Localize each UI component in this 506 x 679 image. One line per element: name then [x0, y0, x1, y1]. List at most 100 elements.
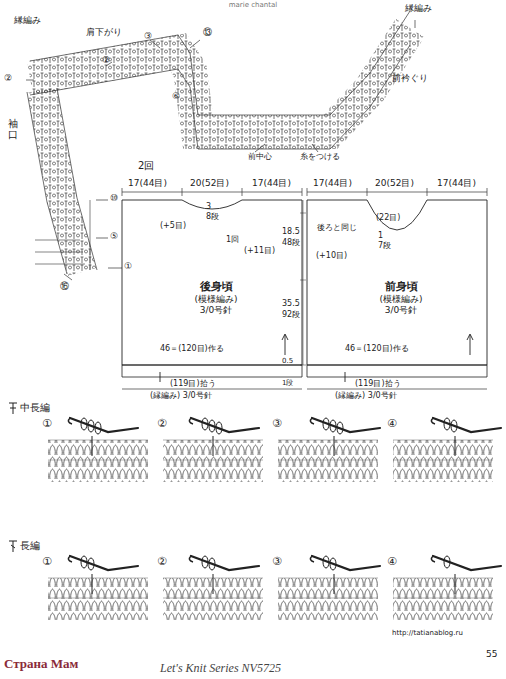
label: 後ろと同じ — [317, 224, 357, 233]
label: 肩下がり — [86, 28, 122, 38]
stitch-illustration — [278, 440, 378, 460]
stitch-illustration — [92, 436, 93, 456]
stitch-illustration — [213, 436, 214, 456]
piece-name: 前身頃 — [379, 280, 422, 294]
label: ② — [157, 556, 167, 568]
label: (+10目) — [316, 252, 347, 261]
label: ⑬ — [203, 28, 212, 38]
label: ④ — [387, 418, 397, 430]
stitch-illustration — [48, 578, 148, 620]
stitch-illustration — [209, 420, 215, 432]
label: 48段 — [282, 239, 300, 248]
label: 3 — [206, 203, 211, 212]
stitch-illustration — [323, 556, 329, 568]
stitch-illustration — [88, 558, 94, 570]
label: 2回 — [138, 160, 154, 171]
label: ① — [42, 556, 52, 568]
stitch-illustration — [48, 440, 148, 482]
stitch-illustration — [95, 422, 101, 434]
label: (119目)拾う — [170, 380, 216, 389]
label: (22目) — [376, 214, 400, 223]
piece-note: 3/0号針 — [379, 305, 422, 316]
stitch-illustration — [278, 440, 378, 482]
label: ③ — [272, 556, 282, 568]
stitch-illustration — [191, 418, 259, 432]
stitch-illustration — [444, 556, 450, 568]
piece-name: 後身頃 — [194, 280, 237, 294]
stitch-illustration — [213, 574, 214, 594]
label: ② — [102, 56, 110, 66]
label: 1 — [378, 232, 383, 241]
label: 7段 — [378, 242, 391, 251]
label: Страна Мам — [4, 657, 78, 671]
label: 0.5 — [282, 358, 293, 366]
label: Let's Knit Series NV5725 — [160, 662, 281, 675]
stitch-illustration — [189, 418, 193, 424]
stitch-illustration — [191, 556, 259, 570]
stitch-illustration — [202, 556, 208, 568]
stitch-illustration — [81, 418, 87, 430]
label: (+5目) — [160, 222, 186, 231]
stitch-illustration — [330, 420, 336, 432]
stitch-illustration — [330, 558, 336, 570]
stitch-illustration — [68, 418, 72, 424]
stitch-illustration — [393, 440, 493, 482]
stitch-illustration — [216, 422, 222, 434]
stitch-illustration — [202, 418, 208, 430]
stitch-illustration — [334, 436, 335, 456]
body-piece: 前身頃(模様編み)3/0号針 — [375, 278, 426, 318]
label: ⑩ — [110, 194, 118, 204]
label: 前中心 — [248, 153, 272, 162]
label: ② — [157, 418, 167, 430]
label: 17(44目) — [437, 179, 476, 189]
label: 18.5 — [282, 228, 300, 237]
piece-note: (模様編み) — [194, 294, 237, 305]
stitch-illustration — [88, 420, 94, 432]
label: 17(44目) — [128, 179, 167, 189]
label: 中長編 — [20, 402, 50, 413]
stitch-illustration — [433, 556, 501, 570]
stitch-illustration — [431, 556, 435, 562]
label: 20(52目) — [375, 179, 414, 189]
stitch-illustration — [278, 578, 378, 620]
stitch-illustration — [393, 578, 493, 598]
stitch-illustration — [310, 556, 314, 562]
label: http://tatianablog.ru — [392, 630, 463, 638]
label: (+11目) — [244, 247, 275, 256]
stitch-illustration — [451, 420, 457, 432]
label: 46＝(120目)作る — [160, 345, 224, 354]
label: ④ — [387, 556, 397, 568]
label: (119目)拾う — [355, 380, 401, 389]
stitch-illustration — [323, 418, 329, 430]
label: 46＝(120目)作る — [345, 345, 409, 354]
stitch-illustration — [431, 418, 435, 424]
label: 92段 — [282, 311, 300, 320]
label: 前衿ぐり — [392, 74, 428, 84]
label: ① — [42, 418, 52, 430]
label: 長編 — [20, 540, 40, 551]
stitch-illustration — [444, 418, 450, 430]
label: ⑯ — [60, 282, 69, 292]
label: 17(44目) — [252, 179, 291, 189]
stitch-illustration — [455, 574, 456, 594]
stitch-illustration — [68, 556, 72, 562]
label: ③ — [272, 418, 282, 430]
label: ① — [124, 262, 132, 272]
label: ③ — [144, 32, 152, 42]
label: 17(44目) — [313, 179, 352, 189]
label: 1段 — [282, 380, 293, 388]
label: 35.5 — [282, 300, 300, 309]
stitch-illustration — [393, 440, 493, 460]
label: 8段 — [206, 213, 219, 222]
label: 縁編み — [405, 4, 432, 14]
label: (縁編み) 3/0号針 — [150, 392, 212, 401]
stitch-illustration — [433, 418, 501, 432]
piece-note: 3/0号針 — [194, 305, 237, 316]
stitch-illustration — [310, 418, 314, 424]
stitch-illustration — [455, 436, 456, 456]
label: (縁編み) 3/0号針 — [335, 392, 397, 401]
stitch-illustration — [189, 556, 193, 562]
stitch-illustration — [48, 578, 148, 598]
label: 縁編み — [14, 16, 41, 26]
